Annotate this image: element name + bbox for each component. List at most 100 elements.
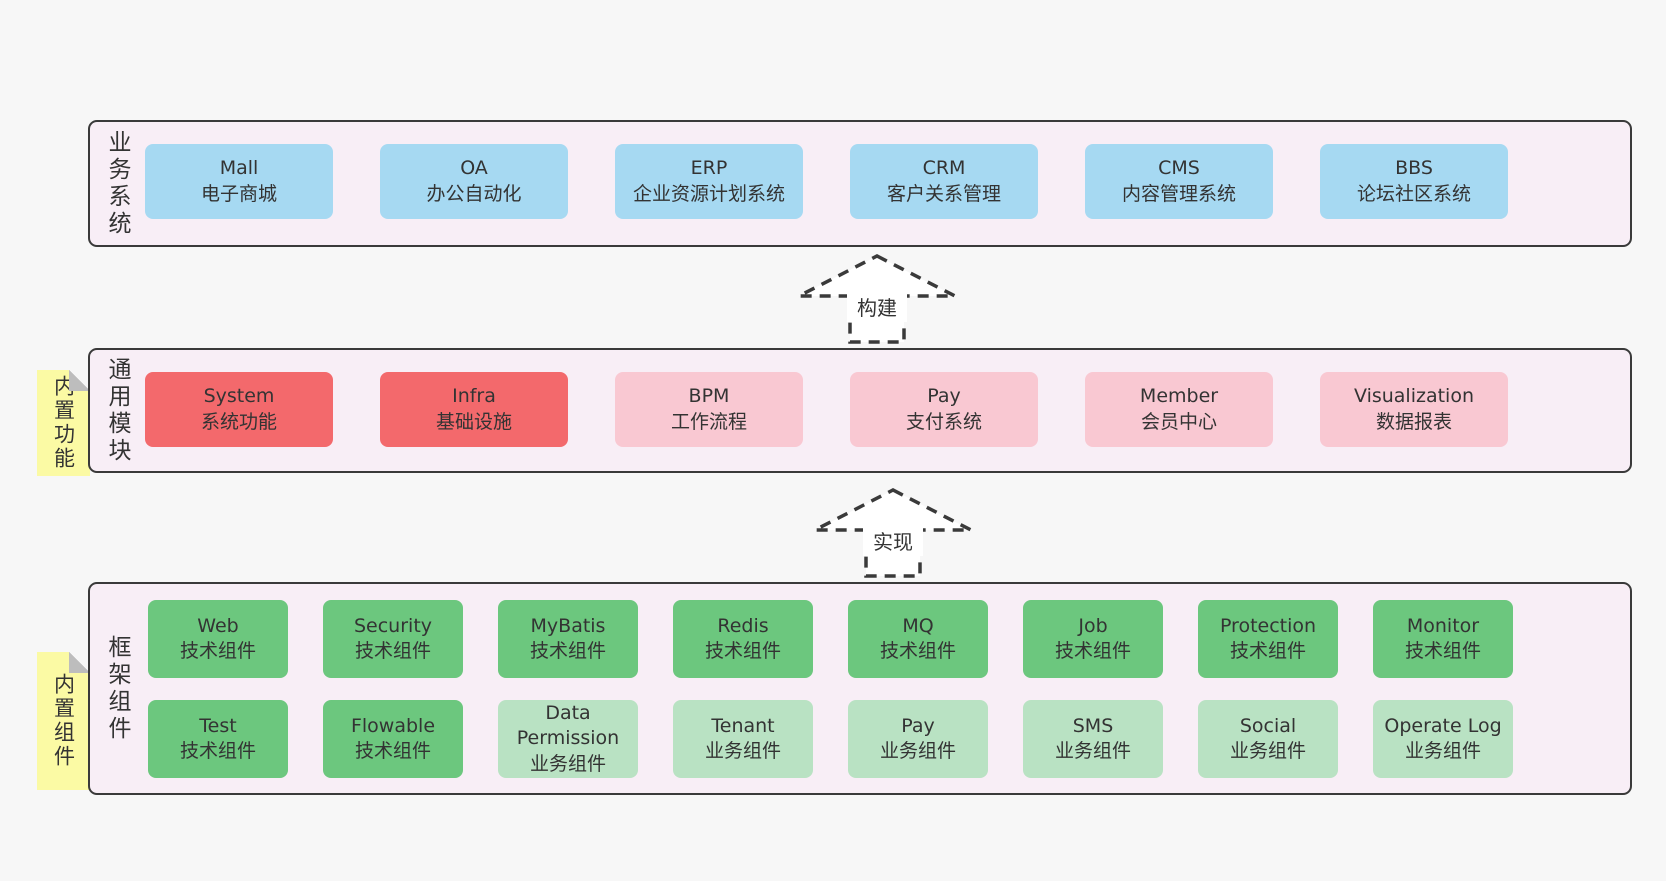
box-name: Tenant [711,714,775,737]
box-subtitle: 技术组件 [704,640,781,662]
sticky-note-label: 内置功能 [51,375,76,471]
box-name: OA [460,157,488,180]
box-name: Operate Log [1384,714,1502,737]
box-crm: CRM 客户关系管理 [850,144,1038,219]
box-subtitle: 基础设施 [435,410,512,433]
band-label-business-systems: 业务系统 [104,129,130,238]
box-name: Redis [717,614,769,637]
box-subtitle: 企业资源计划系统 [632,182,785,205]
box-name: System [203,385,275,408]
box-subtitle: 业务组件 [1054,740,1131,762]
box-web: Web 技术组件 [148,600,288,678]
box-subtitle: 技术组件 [879,640,956,662]
box-name: Mall [219,157,259,180]
band-label-common-modules: 通用模块 [104,356,130,465]
box-system: System 系统功能 [145,372,333,447]
implement-arrow: 实现 [814,488,972,578]
box-subtitle: 技术组件 [179,640,256,662]
box-mybatis: MyBatis 技术组件 [498,600,638,678]
box-name: BBS [1395,157,1433,180]
box-subtitle: 内容管理系统 [1121,182,1236,205]
box-subtitle: 会员中心 [1140,410,1217,433]
box-bbs: BBS 论坛社区系统 [1320,144,1508,219]
box-sms: SMS 业务组件 [1023,700,1163,778]
box-pay-component: Pay 业务组件 [848,700,988,778]
box-name: Pay [901,714,935,737]
box-name: Flowable [350,714,436,737]
build-arrow-label: 构建 [857,296,897,320]
box-subtitle: 技术组件 [529,640,606,662]
box-job: Job 技术组件 [1023,600,1163,678]
box-name: Protection [1219,614,1317,637]
box-subtitle: 业务组件 [1229,740,1306,762]
box-name: Monitor [1406,614,1480,637]
box-subtitle: 工作流程 [670,410,747,433]
box-infra: Infra 基础设施 [380,372,568,447]
box-name: Security [353,614,433,637]
box-data-permission: Data Permission 业务组件 [498,700,638,778]
band-framework-components: 框架组件 Web 技术组件 Security 技术组件 MyBatis 技术组件… [88,582,1632,795]
box-flowable: Flowable 技术组件 [323,700,463,778]
box-name: Pay [927,385,961,408]
implement-arrow-label-bg [863,526,923,556]
box-social: Social 业务组件 [1198,700,1338,778]
box-mall: Mall 电子商城 [145,144,333,219]
box-name: CMS [1158,157,1200,180]
box-subtitle: 客户关系管理 [886,182,1001,205]
box-subtitle: 支付系统 [905,410,982,433]
box-tenant: Tenant 业务组件 [673,700,813,778]
build-arrow: 构建 [798,254,956,344]
box-subtitle: 数据报表 [1375,410,1452,433]
box-subtitle: 技术组件 [1054,640,1131,662]
box-pay-module: Pay 支付系统 [850,372,1038,447]
box-subtitle: 电子商城 [200,182,277,205]
box-protection: Protection 技术组件 [1198,600,1338,678]
box-operate-log: Operate Log 业务组件 [1373,700,1513,778]
box-name: SMS [1072,714,1114,737]
build-arrow-label-bg [847,292,907,322]
box-subtitle: 技术组件 [179,740,256,762]
box-name: Test [199,714,237,737]
box-subtitle: 系统功能 [200,410,277,433]
sticky-note-label: 内置组件 [51,673,76,769]
box-oa: OA 办公自动化 [380,144,568,219]
box-subtitle: 业务组件 [529,752,606,775]
box-name: CRM [922,157,966,180]
box-subtitle: 技术组件 [354,640,431,662]
box-erp: ERP 企业资源计划系统 [615,144,803,219]
box-name: BPM [688,385,730,408]
box-test: Test 技术组件 [148,700,288,778]
box-subtitle: 业务组件 [879,740,956,762]
box-subtitle: 业务组件 [1404,740,1481,762]
band-label-framework-components: 框架组件 [104,634,130,743]
box-name: Job [1078,614,1108,637]
box-subtitle: 技术组件 [1229,640,1306,662]
box-cms: CMS 内容管理系统 [1085,144,1273,219]
box-subtitle: 业务组件 [704,740,781,762]
band-business-systems: 业务系统 Mall 电子商城 OA 办公自动化 ERP 企业资源计划系统 CRM… [88,120,1632,247]
box-name: ERP [690,157,728,180]
implement-arrow-label: 实现 [873,530,913,554]
box-name: Visualization [1353,385,1474,408]
box-subtitle: 论坛社区系统 [1356,182,1471,205]
box-monitor: Monitor 技术组件 [1373,600,1513,678]
box-security: Security 技术组件 [323,600,463,678]
box-name: Social [1239,714,1297,737]
box-name: Member [1139,385,1219,408]
sticky-note-built-in-components: 内置组件 [37,652,90,790]
box-name: Web [197,614,239,637]
box-name: MyBatis [530,614,606,637]
box-subtitle: 技术组件 [1404,640,1481,662]
box-subtitle: 技术组件 [354,740,431,762]
box-redis: Redis 技术组件 [673,600,813,678]
box-bpm: BPM 工作流程 [615,372,803,447]
box-member: Member 会员中心 [1085,372,1273,447]
box-subtitle: 办公自动化 [426,182,522,205]
box-mq: MQ 技术组件 [848,600,988,678]
band-common-modules: 通用模块 System 系统功能 Infra 基础设施 BPM 工作流程 Pay… [88,348,1632,473]
box-name: Data Permission [516,702,620,750]
box-name: MQ [902,614,934,637]
box-visualization: Visualization 数据报表 [1320,372,1508,447]
sticky-note-built-in-features: 内置功能 [37,370,90,476]
